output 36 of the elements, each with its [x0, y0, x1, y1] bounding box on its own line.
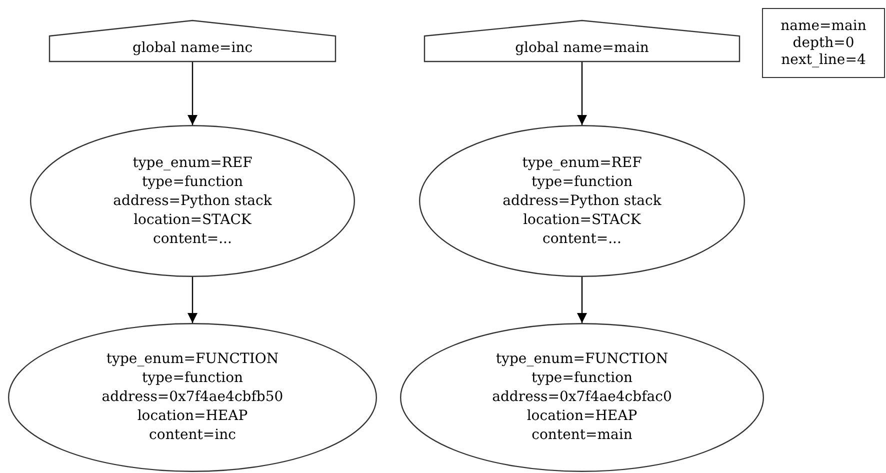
node-text: type_enum=FUNCTION: [496, 350, 668, 369]
rectangle-node: [762, 8, 885, 78]
node-text: content=inc: [149, 426, 236, 445]
node-text: global name=main: [515, 39, 649, 58]
node-text: type=function: [142, 172, 244, 192]
arrow: [577, 62, 587, 125]
ellipse-node: [8, 323, 377, 472]
ellipse-node: [419, 125, 745, 277]
house-shaped-node: [49, 20, 336, 62]
node-text: content=main: [532, 426, 632, 445]
house-shaped-node: [424, 20, 740, 62]
node-text: type=function: [142, 369, 244, 388]
node-text: type_enum=REF: [132, 154, 252, 172]
node-text: address=Python stack: [113, 192, 272, 210]
node-text: content=...: [153, 230, 232, 248]
ellipse-node: [30, 125, 355, 277]
node-text: location=HEAP: [526, 407, 638, 426]
arrow: [577, 277, 587, 323]
node-text: type_enum=FUNCTION: [106, 350, 279, 369]
node-text: address=0x7f4ae4cbfb50: [102, 388, 284, 407]
node-text: address=Python stack: [502, 192, 662, 210]
node-text: type=function: [531, 172, 633, 192]
node-text: global name=inc: [132, 39, 253, 58]
node-text: content=...: [542, 230, 622, 248]
arrow: [188, 277, 198, 323]
node-text: address=0x7f4ae4cbfac0: [492, 388, 672, 407]
node-text: location=HEAP: [137, 407, 248, 426]
node-text: type=function: [531, 369, 633, 388]
node-text: type_enum=REF: [522, 154, 642, 172]
node-text: location=STACK: [134, 210, 252, 230]
node-text: depth=0: [792, 34, 854, 52]
node-text: name=main: [780, 18, 866, 34]
node-text: location=STACK: [523, 210, 641, 230]
node-text: next_line=4: [781, 52, 866, 68]
arrow: [188, 62, 198, 125]
ellipse-node: [400, 323, 764, 472]
